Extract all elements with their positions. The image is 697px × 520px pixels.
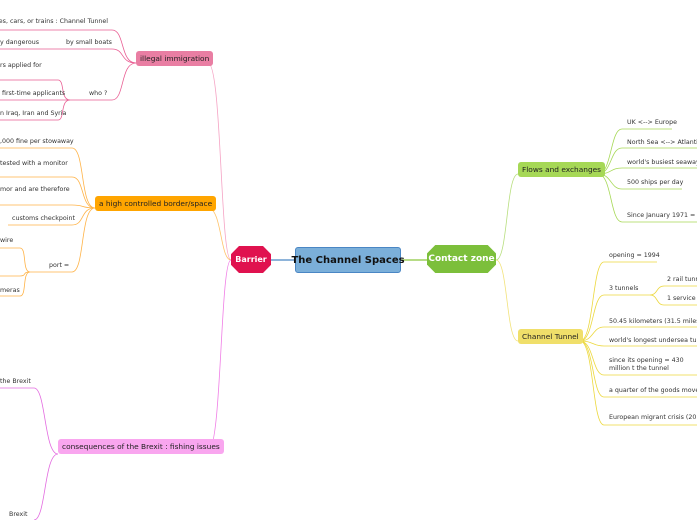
leaf-node[interactable]: y dangerous: [0, 39, 40, 46]
leaf-node[interactable]: European migrant crisis (2015): [609, 414, 697, 421]
central-topic[interactable]: The Channel Spaces: [291, 247, 405, 273]
leaf-node[interactable]: by small boats: [66, 39, 112, 46]
subtopic-controlled-border[interactable]: a high controlled border/space: [95, 196, 217, 211]
central-topic-label: The Channel Spaces: [291, 254, 405, 266]
leaf-node[interactable]: ferries, cars, or trains : Channel Tunne…: [0, 18, 108, 25]
leaf-node[interactable]: rs applied for: [0, 62, 42, 69]
leaf-node[interactable]: 1 service tu: [667, 295, 697, 302]
leaf-node[interactable]: world's busiest seaway: [627, 159, 697, 166]
leaf-node[interactable]: customs checkpoint: [12, 215, 75, 222]
main-topic-barrier-label: Barrier: [235, 255, 267, 264]
leaf-node[interactable]: 500 ships per day: [627, 179, 684, 186]
leaf-node[interactable]: n Iraq, Iran and Syria: [0, 110, 67, 117]
leaf-node[interactable]: port =: [49, 262, 70, 269]
leaf-node[interactable]: opening = 1994: [609, 252, 660, 259]
leaf-node[interactable]: who ?: [89, 90, 108, 97]
main-topic-contact-zone-label: Contact zone: [428, 254, 495, 264]
leaf-node[interactable]: 2 rail tunne: [667, 276, 697, 283]
leaf-node[interactable]: first-time applicants: [2, 90, 66, 97]
leaf-node[interactable]: world's longest undersea tunnel: [609, 337, 697, 344]
subtopic-flows-exchanges[interactable]: Flows and exchanges: [518, 162, 606, 177]
leaf-node[interactable]: UK <--> Europe: [627, 119, 677, 126]
leaf-node[interactable]: the Brexit: [0, 378, 31, 385]
leaf-node[interactable]: meras: [0, 287, 20, 294]
leaf-node[interactable]: Brexit: [9, 511, 28, 518]
subtopic-illegal-immigration[interactable]: illegal immigration: [136, 51, 214, 66]
leaf-node[interactable]: a quarter of the goods moved b: [609, 387, 697, 394]
leaf-node[interactable]: wire: [0, 237, 14, 244]
main-topic-contact-zone[interactable]: Contact zone: [427, 245, 496, 273]
subtopic-channel-tunnel[interactable]: Channel Tunnel: [518, 329, 583, 344]
leaf-node[interactable]: 3 tunnels: [609, 285, 639, 292]
leaf-node[interactable]: tested with a monitor: [0, 160, 68, 167]
leaf-node[interactable]: Since January 1971 = Dov: [627, 212, 697, 219]
leaf-node[interactable]: North Sea <--> Atlantic ro: [627, 139, 697, 146]
leaf-node[interactable]: ,000 fine per stowaway: [0, 138, 74, 145]
leaf-node[interactable]: since its opening = 430 million t the tu…: [609, 357, 684, 372]
subtopic-brexit-fishing[interactable]: consequences of the Brexit : fishing iss…: [58, 439, 224, 454]
leaf-node[interactable]: mor and are therefore: [0, 186, 70, 193]
main-topic-barrier[interactable]: Barrier: [231, 246, 271, 273]
leaf-node[interactable]: 50.45 kilometers (31.5 miles) lo: [609, 318, 697, 325]
